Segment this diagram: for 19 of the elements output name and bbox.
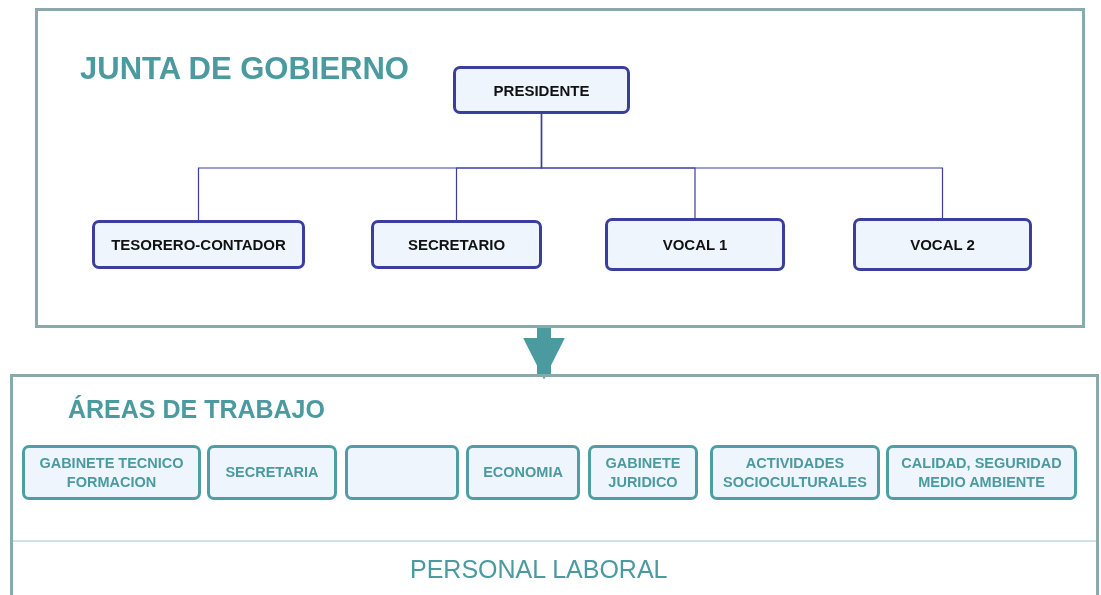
area-box: CALIDAD, SEGURIDAD MEDIO AMBIENTE bbox=[886, 445, 1077, 500]
role-box: VOCAL 1 bbox=[605, 218, 785, 271]
panel-frame bbox=[35, 8, 1085, 328]
role-box: VOCAL 2 bbox=[853, 218, 1032, 271]
area-box: SECRETARIA bbox=[207, 445, 337, 500]
role-box: PRESIDENTE bbox=[453, 66, 630, 114]
block-arrow bbox=[523, 328, 565, 380]
panel-title: JUNTA DE GOBIERNO bbox=[80, 53, 409, 84]
panel-title: ÁREAS DE TRABAJO bbox=[68, 397, 325, 422]
section-label: PERSONAL LABORAL bbox=[410, 555, 668, 584]
empty-box bbox=[345, 445, 459, 500]
role-box: TESORERO-CONTADOR bbox=[92, 220, 305, 269]
connector-line bbox=[540, 113, 944, 219]
panel-frame bbox=[10, 374, 1099, 595]
role-box: SECRETARIO bbox=[371, 220, 542, 269]
area-box: ACTIVIDADES SOCIOCULTURALES bbox=[710, 445, 880, 500]
area-box: ECONOMIA bbox=[466, 445, 580, 500]
area-box: GABINETE JURIDICO bbox=[588, 445, 698, 500]
area-box: GABINETE TECNICO FORMACION bbox=[22, 445, 201, 500]
